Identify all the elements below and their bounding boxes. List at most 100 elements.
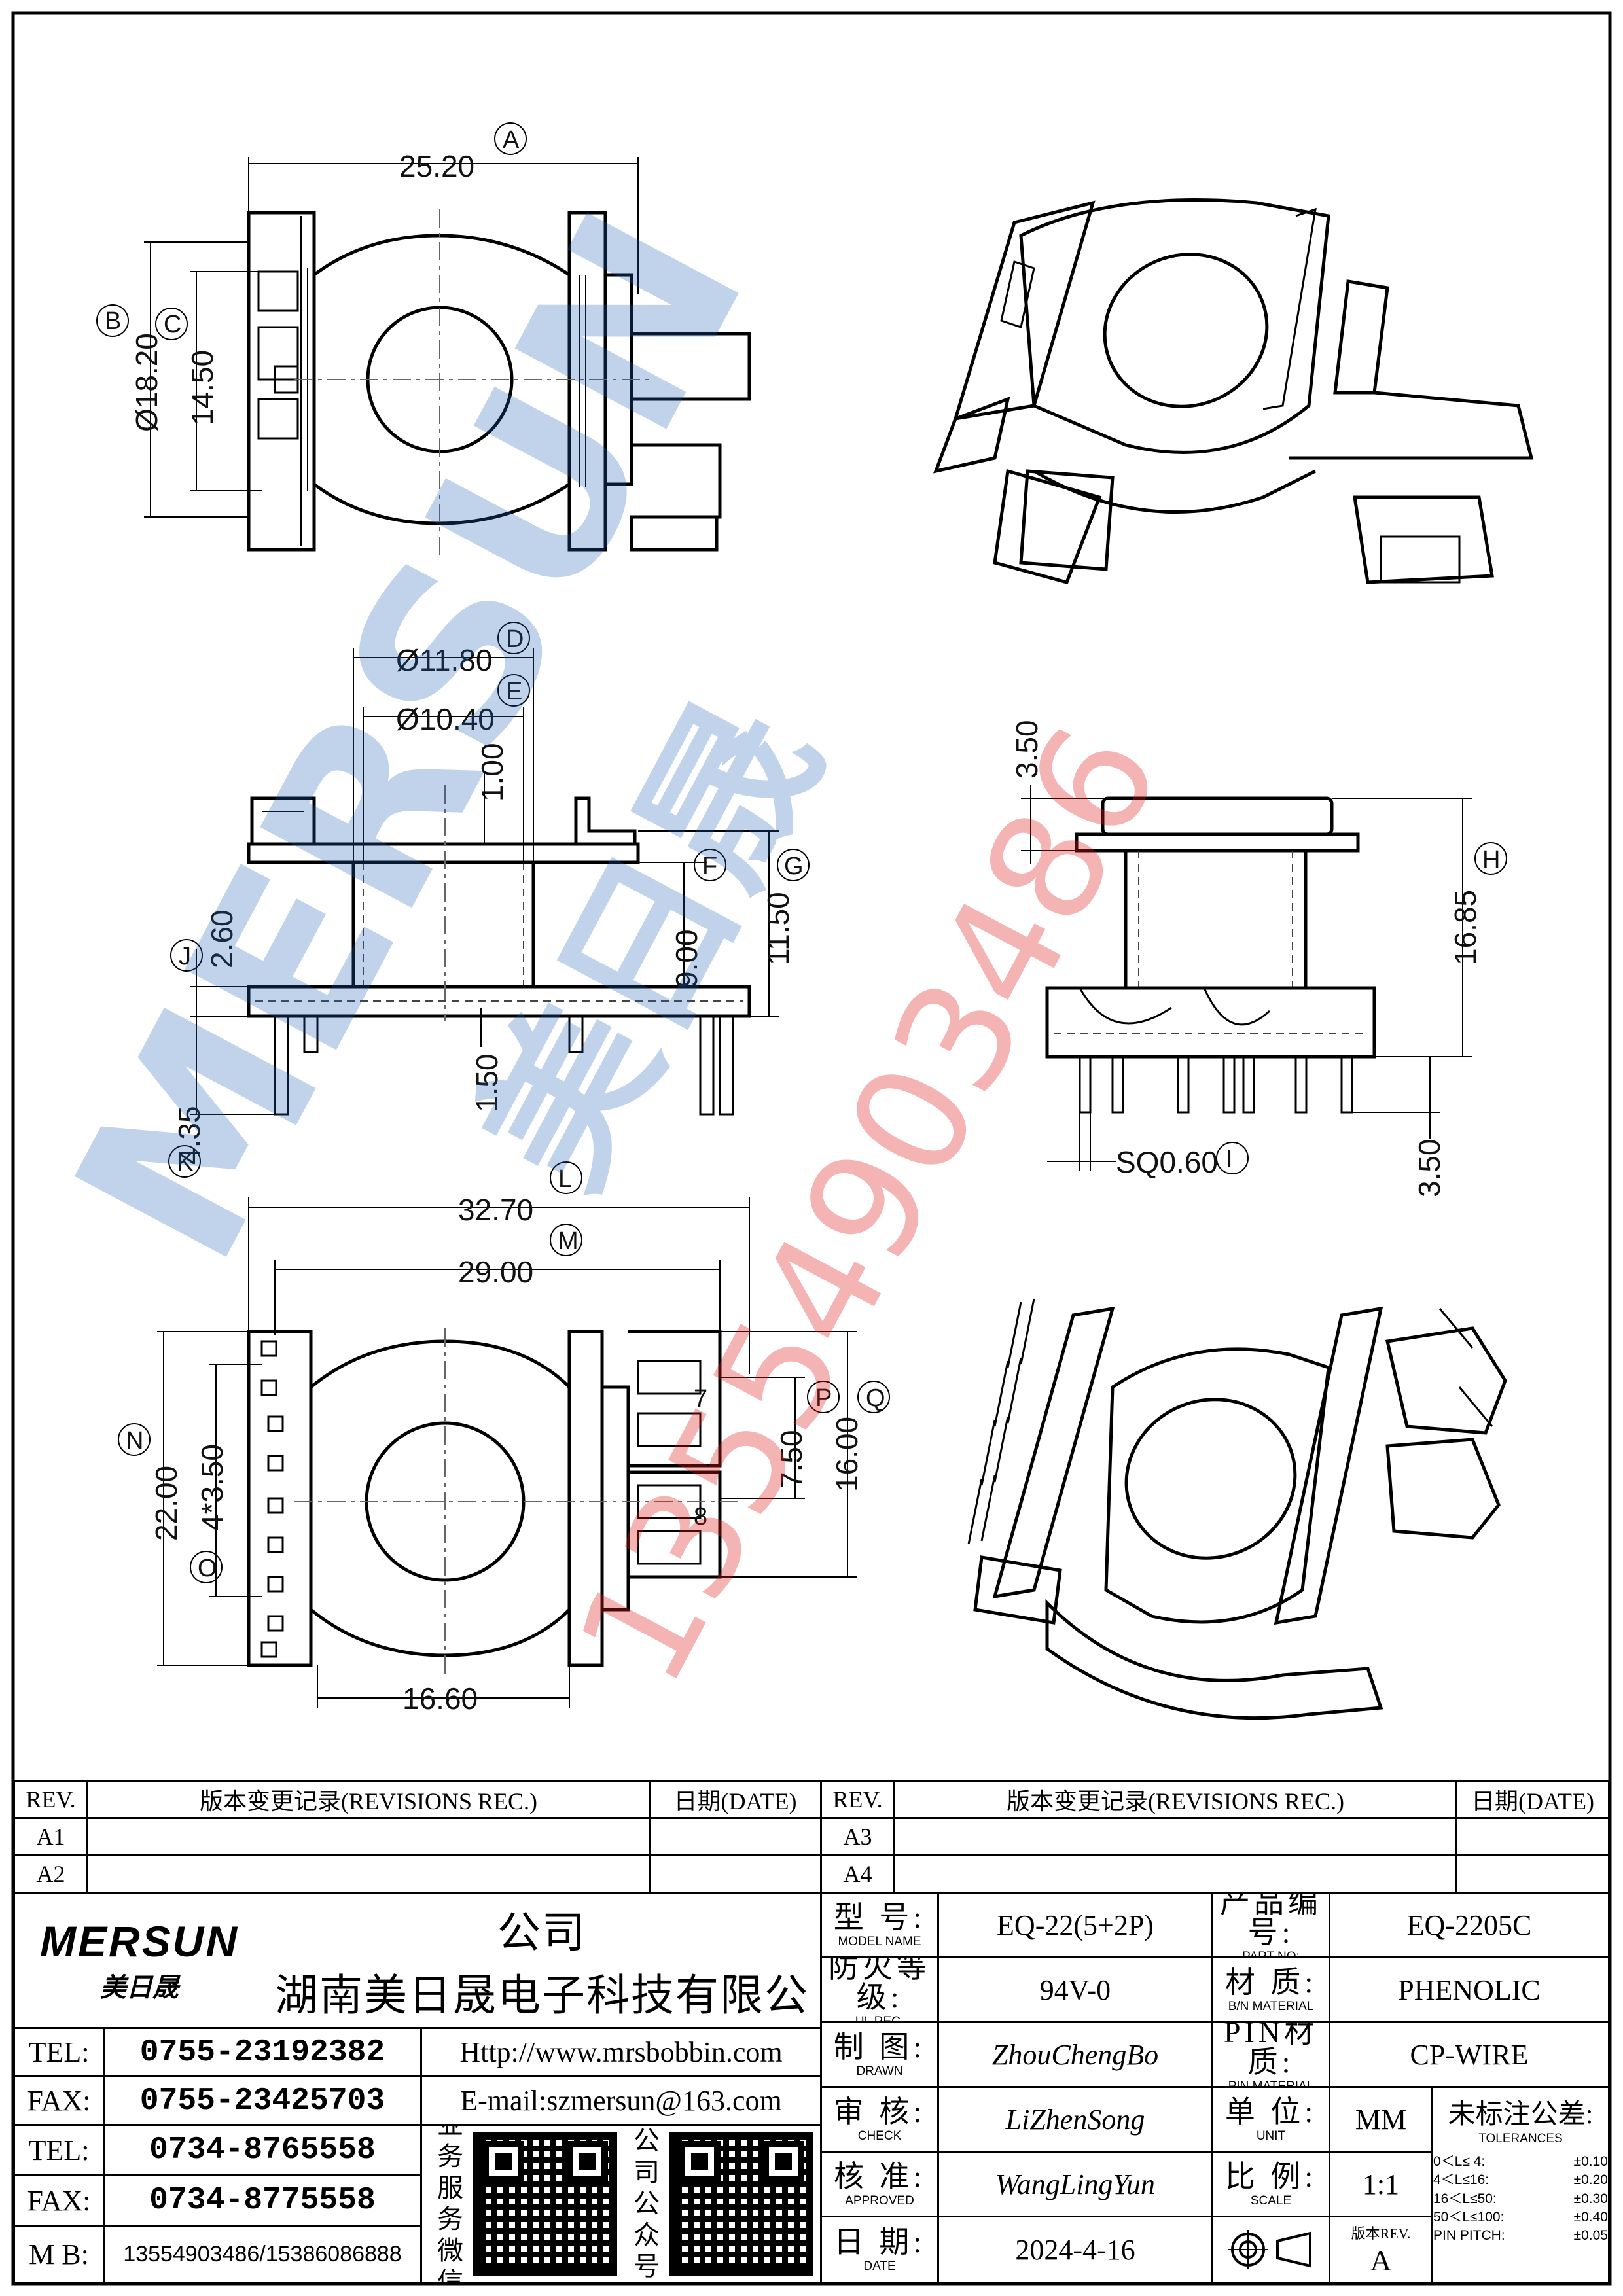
logo-text: MERSUN — [39, 1917, 239, 1966]
drawn-label: 制 图:DRAWN — [820, 2021, 939, 2088]
dim-1-50: 1.50 — [470, 1053, 504, 1112]
mb-value: 13554903486/15386086888 — [103, 2225, 422, 2284]
tol-row: 16＜L≤50:±0.30 — [1433, 2191, 1608, 2206]
dim-25-20: 25.20 — [399, 149, 474, 183]
pin-material-value: CP-WIRE — [1329, 2021, 1610, 2088]
svg-text:H: H — [1482, 846, 1500, 874]
projection-icon — [1228, 2230, 1311, 2269]
mb-label: M B: — [13, 2225, 105, 2284]
tol-label-en: TOLERANCES — [1478, 2132, 1563, 2146]
check-label: 审 核:CHECK — [820, 2086, 939, 2153]
top-view: 25.20 A Ø18.20 B 14.50 C — [96, 122, 751, 556]
svg-text:O: O — [198, 1555, 217, 1582]
end-view: 3.50 16.85 H SQ0.60 I 3.50 — [1010, 720, 1507, 1197]
approved-label: 核 准:APPROVED — [820, 2151, 939, 2217]
dim-22-00: 22.00 — [149, 1466, 183, 1541]
title-block: REV. 版本变更记录(REVISIONS REC.) 日期(DATE) A1 … — [13, 1780, 1610, 2284]
scale-value: 1:1 — [1329, 2151, 1433, 2217]
qr2-label-1: 公司 — [633, 2126, 660, 2187]
dim-18-20: Ø18.20 — [130, 333, 164, 432]
projection-symbol — [1211, 2216, 1330, 2284]
rev-rec-header-left: 版本变更记录(REVISIONS REC.) — [86, 1780, 651, 1819]
check-value: LiZhenSong — [937, 2086, 1213, 2153]
svg-text:Q: Q — [866, 1385, 885, 1412]
dim-2-60: 2.60 — [205, 910, 239, 968]
dim-10-40: Ø10.40 — [396, 702, 495, 736]
svg-text:G: G — [784, 853, 804, 880]
dim-9-00: 9.00 — [669, 929, 704, 988]
dim-1-00: 1.00 — [475, 743, 509, 802]
rev-a3: A3 — [820, 1817, 895, 1856]
website[interactable]: Http://www.mrsbobbin.com — [420, 2027, 822, 2077]
sheet-border — [11, 11, 1612, 2286]
rev-header-right: REV. — [820, 1780, 895, 1819]
qr-area: 业务 服务 微信 公司 公众 号 — [420, 2124, 822, 2284]
dim-11-50: 11.50 — [761, 892, 795, 965]
date-header-left: 日期(DATE) — [649, 1780, 822, 1819]
qr1-label-3: 微信 — [437, 2236, 463, 2284]
logo-cn: 美日晟 — [100, 1973, 179, 2002]
dim-29-00: 29.00 — [458, 1255, 533, 1289]
dim-16-85: 16.85 — [1448, 890, 1482, 965]
iso-view-bottom — [967, 1298, 1507, 1720]
pin-material-label: PIN材质:PIN MATERIAL — [1211, 2021, 1330, 2088]
rev-rec-header-right: 版本变更记录(REVISIONS REC.) — [893, 1780, 1457, 1819]
tol-row: PIN PITCH:±0.05 — [1433, 2228, 1608, 2244]
svg-text:L: L — [558, 1165, 572, 1193]
tolerance-block: 未标注公差: TOLERANCES 0＜L≤ 4:±0.10 4＜L≤16:±0… — [1431, 2086, 1610, 2284]
company-name-2: 湖南美日晟电子科技有限公司 — [275, 1972, 809, 2020]
unit-value: MM — [1329, 2086, 1433, 2153]
rev-a4: A4 — [820, 1854, 895, 1894]
side-view: Ø11.80 D Ø10.40 E 1.00 9.00 F 11.50 G 2.… — [168, 622, 810, 1178]
date-header-right: 日期(DATE) — [1455, 1780, 1610, 1819]
dim-3-50-pin: 3.50 — [1412, 1139, 1446, 1197]
qr-code-wechat[interactable] — [473, 2132, 617, 2276]
rev-header-left: REV. — [13, 1780, 88, 1819]
company-logo: MERSUN 美日晟 — [15, 1916, 264, 2004]
ul-value: 94V-0 — [937, 1956, 1213, 2023]
dim-sq0-60: SQ0.60 — [1116, 1145, 1218, 1179]
svg-text:C: C — [164, 311, 181, 338]
dim-11-80: Ø11.80 — [396, 643, 492, 677]
pin-mark-7: 7 — [694, 1385, 707, 1413]
svg-text:J: J — [179, 943, 191, 970]
pin-mark-8: 8 — [694, 1503, 707, 1530]
svg-text:K: K — [177, 1149, 193, 1176]
qr1-label-1: 业务 — [437, 2124, 463, 2171]
approved-value: WangLingYun — [937, 2151, 1213, 2217]
iso-view-top — [933, 198, 1534, 585]
rev-value: A — [1370, 2243, 1392, 2277]
fax2-label: FAX: — [13, 2174, 105, 2227]
scale-label: 比 例:SCALE — [1211, 2151, 1330, 2217]
svg-text:F: F — [702, 853, 717, 880]
rev-label: 版本REV. — [1351, 2225, 1411, 2242]
model-value: EQ-22(5+2P) — [937, 1892, 1213, 1958]
bottom-view: 7 8 32.70 L 29.00 M 22.00 N 4*3.50 O 7.5… — [118, 1161, 890, 1716]
qr1-label-2: 服务 — [437, 2173, 463, 2234]
dim-7-50: 7.50 — [774, 1430, 808, 1489]
tol-label-cn: 未标注公差: — [1448, 2100, 1594, 2130]
dim-32-70: 32.70 — [458, 1193, 533, 1227]
qr2-label-2: 公众 — [633, 2189, 660, 2250]
dim-4x3-50: 4*3.50 — [195, 1444, 229, 1531]
material-value: PHENOLIC — [1329, 1956, 1610, 2023]
dim-3-50-top: 3.50 — [1010, 720, 1044, 779]
tol-row: 0＜L≤ 4:±0.10 — [1433, 2154, 1608, 2169]
svg-text:E: E — [506, 678, 522, 705]
ul-label: 防火等级:UL REC. — [820, 1956, 939, 2023]
qr-code-official[interactable] — [669, 2132, 813, 2276]
rev-block: 版本REV. A — [1329, 2216, 1433, 2284]
fax1-label: FAX: — [13, 2075, 105, 2126]
svg-text:P: P — [815, 1385, 832, 1412]
email[interactable]: E-mail:szmersun@163.com — [420, 2075, 822, 2126]
model-label: 型 号:MODEL NAME — [820, 1892, 939, 1958]
unit-label: 单 位:UNIT — [1211, 2086, 1330, 2153]
date-label: 日 期:DATE — [820, 2216, 939, 2284]
svg-text:M: M — [558, 1227, 579, 1255]
tel1-label: TEL: — [13, 2027, 105, 2077]
dim-16-60: 16.60 — [402, 1682, 478, 1716]
svg-text:D: D — [506, 626, 524, 653]
drawn-value: ZhouChengBo — [937, 2021, 1213, 2088]
rev-a1: A1 — [13, 1817, 88, 1856]
